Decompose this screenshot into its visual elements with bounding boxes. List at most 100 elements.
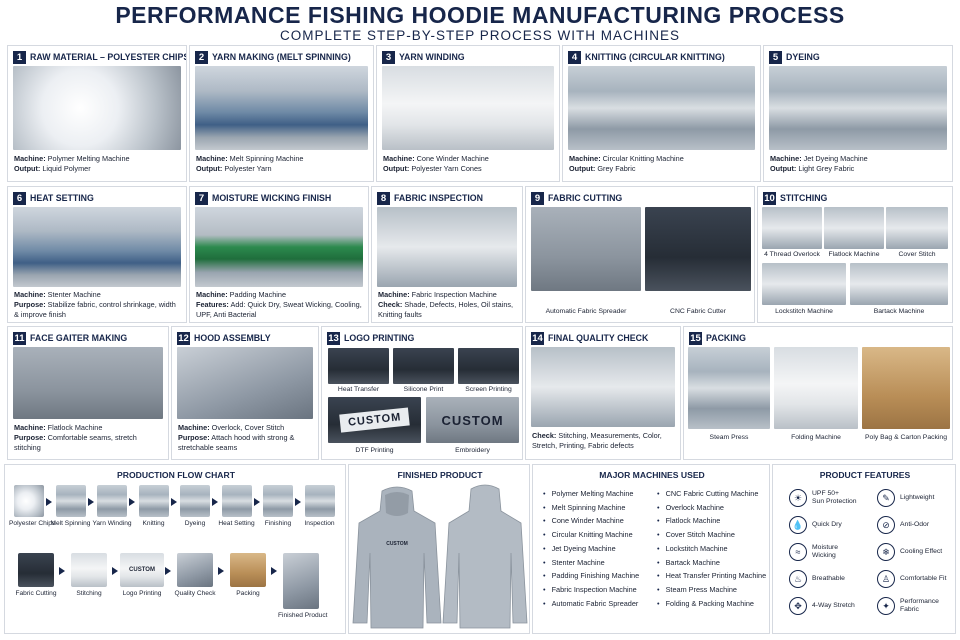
meta-value: Stabilize fabric, control shrinkage, wid… (14, 300, 176, 319)
feature-icon: ⊘ (877, 516, 895, 534)
step-title: FABRIC CUTTING (548, 193, 623, 203)
step-title: PACKING (706, 333, 746, 343)
flow-step: Finishing (258, 485, 298, 527)
feature-item: ✦Performance Fabric (877, 597, 939, 615)
product-features-panel: PRODUCT FEATURES ☀UPF 50+ Sun Protection… (772, 464, 956, 634)
flow-step-image (263, 485, 293, 517)
meta-value: Comfortable seams, stretch stitching (14, 433, 137, 452)
feature-label: Quick Dry (812, 521, 842, 528)
flow-arrow-icon (218, 567, 224, 575)
flow-step-image (14, 485, 44, 517)
flow-step-image (304, 485, 335, 517)
meta-label: Machine: (196, 154, 228, 163)
feature-label: Comfortable Fit (900, 575, 947, 582)
flow-step-label: Quality Check (174, 590, 216, 597)
caption: Cover Stitch (898, 251, 936, 258)
hoodie-back (442, 484, 528, 629)
caption: CNC Fabric Cutter (670, 308, 726, 315)
step-number: 11 (13, 331, 26, 345)
meta-value: Padding Machine (227, 290, 287, 299)
meta-value: Stitching, Measurements, Color, Stretch,… (532, 431, 662, 450)
meta-label: Features: (196, 300, 229, 309)
meta-label: Machine: (378, 290, 410, 299)
meta-value: Shade, Defects, Holes, Oil stains, Knitt… (378, 300, 514, 319)
step-number: 15 (689, 331, 702, 345)
flow-step: Melt Spinning (51, 485, 91, 527)
machine-list-item: Steam Press Machine (657, 583, 766, 597)
meta-value: Polyester Yarn (222, 164, 272, 173)
flow-arrow-icon (253, 498, 260, 506)
flow-arrow-icon (271, 567, 277, 575)
jet-dyeing-photo (769, 66, 947, 150)
flow-arrow-icon (212, 498, 218, 506)
step-title: YARN MAKING (MELT SPINNING) (212, 52, 351, 62)
caption: Lockstitch Machine (775, 308, 833, 315)
flow-step-label: Dyeing (184, 520, 206, 527)
machine-list-item: Cone Winder Machine (543, 514, 639, 528)
meta-value: Jet Dyeing Machine (801, 154, 868, 163)
folding-machine-photo (774, 347, 858, 429)
step-title: DYEING (786, 52, 820, 62)
step-title: MOISTURE WICKING FINISH (212, 193, 332, 203)
step-number: 2 (195, 50, 208, 64)
hood-assembly-photo (177, 347, 313, 419)
meta-label: Output: (569, 164, 596, 173)
flow-arrow-icon (129, 498, 135, 506)
caption: Heat Transfer (337, 386, 380, 393)
feature-label: Lightweight (900, 494, 935, 501)
quality-check-photo (531, 347, 675, 427)
flow-arrow-icon (170, 498, 177, 506)
feature-item: ♙Comfortable Fit (877, 570, 946, 588)
heat-transfer-photo (328, 348, 389, 384)
meta-label: Output: (196, 164, 223, 173)
custom-logo-text: CUSTOM (339, 407, 410, 433)
flow-arrow-icon (295, 498, 301, 506)
step-number: 3 (382, 50, 395, 64)
page-subtitle: COMPLETE STEP-BY-STEP PROCESS WITH MACHI… (279, 28, 681, 43)
flow-step: Polyester Chips (9, 485, 55, 527)
feature-label: 4-Way Stretch (812, 602, 855, 609)
feature-item: ⊘Anti-Odor (877, 516, 929, 534)
meta-label: Check: (378, 300, 403, 309)
flow-step-label: Stitching (76, 590, 102, 597)
flow-step-image (180, 485, 210, 517)
feature-item: ☀UPF 50+ Sun Protection (789, 489, 857, 507)
section-title: FINISHED PRODUCT (397, 470, 483, 480)
step-number: 1 (13, 50, 26, 64)
flow-step-label: Inspection (304, 520, 335, 527)
feature-item: ≈Moisture Wicking (789, 543, 838, 561)
meta-label: Machine: (770, 154, 802, 163)
step-number: 10 (763, 191, 776, 205)
hoodie-logo-text: CUSTOM (386, 541, 408, 547)
carton-packing-photo (862, 347, 950, 429)
machine-list-item: Melt Spinning Machine (543, 501, 639, 515)
caption: Steam Press (709, 434, 749, 441)
meta-label: Machine: (14, 154, 46, 163)
feature-icon: ≈ (789, 543, 807, 561)
meta-value: Flatlock Machine (45, 423, 103, 432)
flow-step: Stitching (66, 553, 112, 597)
screen-printing-photo (458, 348, 519, 384)
circular-knitting-photo (568, 66, 755, 150)
caption: Folding Machine (791, 434, 841, 441)
flow-step-image (283, 553, 319, 609)
cnc-cutter-photo (645, 207, 751, 291)
flow-step: Quality Check (172, 553, 218, 597)
step-number: 13 (327, 331, 340, 345)
hoodie-front: CUSTOM (352, 486, 442, 629)
flow-step-image (177, 553, 213, 587)
step-number: 4 (568, 50, 581, 64)
major-machines-panel: MAJOR MACHINES USED Polymer Melting Mach… (532, 464, 770, 634)
meta-value: Stenter Machine (45, 290, 101, 299)
meta-label: Machine: (14, 290, 46, 299)
flow-step-image (138, 485, 169, 517)
